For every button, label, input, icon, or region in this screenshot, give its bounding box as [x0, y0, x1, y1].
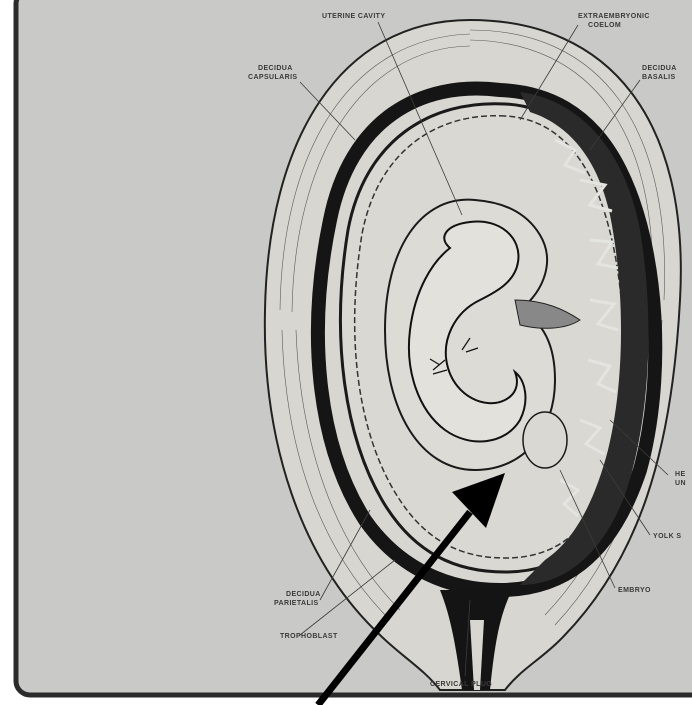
label-uterine-cavity: UTERINE CAVITY — [322, 13, 385, 20]
label-decidua-capsularis-2: CAPSULARIS — [248, 74, 298, 81]
yolk-sac — [523, 412, 567, 468]
label-embryo: EMBRYO — [618, 587, 651, 594]
label-cervical-plug: CERVICAL PLUG — [430, 681, 492, 688]
label-umbilical-2: UN — [675, 480, 686, 487]
label-trophoblast: TROPHOBLAST — [280, 633, 338, 640]
label-extraembryonic-coelom-1: EXTRAEMBRYONIC — [578, 13, 650, 20]
label-decidua-capsularis-1: DECIDUA — [258, 65, 293, 72]
label-extraembryonic-coelom-2: COELOM — [588, 22, 621, 29]
label-decidua-basalis-1: DECIDUA — [642, 65, 677, 72]
label-umbilical-1: HE — [675, 471, 686, 478]
label-decidua-parietalis-1: DECIDUA — [286, 591, 321, 598]
label-yolk-sac: YOLK S — [653, 533, 681, 540]
label-decidua-basalis-2: BASALIS — [642, 74, 676, 81]
label-decidua-parietalis-2: PARIETALIS — [274, 600, 319, 607]
